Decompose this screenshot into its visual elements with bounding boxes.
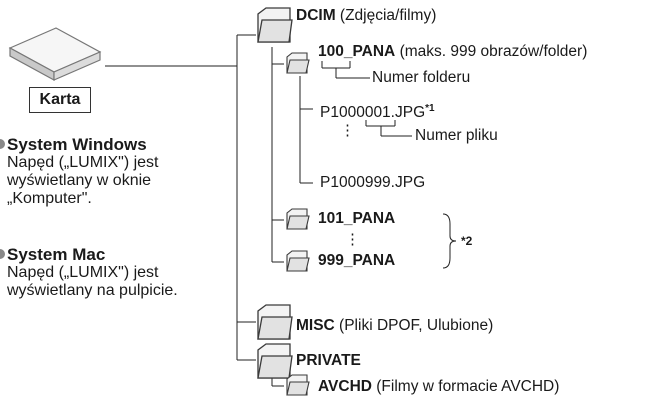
mac-line-1: Napęd („LUMIX") jest	[7, 264, 159, 281]
folder-dcim: DCIM (Zdjęcia/filmy)	[296, 7, 436, 25]
folder-private: PRIVATE	[296, 352, 361, 370]
folder-999-pana-name: 999_PANA	[318, 252, 396, 269]
folder-misc-name: MISC	[296, 317, 335, 334]
folder-avchd-desc: (Filmy w formacie AVCHD)	[371, 378, 560, 395]
folder-misc-desc: (Pliki DPOF, Ulubione)	[334, 317, 494, 334]
folder-icon-101-pana	[286, 208, 310, 230]
card-label: Karta	[29, 87, 91, 113]
folder-icon-avchd	[286, 374, 310, 396]
file-first: P1000001.JPG*1	[320, 100, 435, 122]
folder-icon-private	[257, 343, 293, 379]
windows-title: System Windows	[7, 135, 147, 154]
files-ellipsis: ⋮	[340, 122, 355, 139]
folder-100-pana: 100_PANA (maks. 999 obrazów/folder)	[318, 43, 587, 61]
folder-icon-misc	[257, 304, 293, 340]
folder-dcim-desc: (Zdjęcia/filmy)	[335, 7, 437, 24]
folder-dcim-name: DCIM	[296, 7, 336, 24]
file-first-name: P1000001.JPG	[320, 104, 426, 121]
mac-info: System Mac Napęd („LUMIX") jest wyświetl…	[7, 246, 178, 300]
folder-icon-999-pana	[286, 250, 310, 272]
mac-line-2: wyświetlany na pulpicie.	[7, 282, 178, 299]
folder-100-pana-name: 100_PANA	[318, 43, 396, 60]
folder-999-pana: 999_PANA	[318, 252, 395, 270]
folder-number-label: Numer folderu	[372, 69, 471, 86]
folder-101-pana-name: 101_PANA	[318, 210, 396, 227]
file-first-note: *1	[425, 103, 435, 114]
folder-misc: MISC (Pliki DPOF, Ulubione)	[296, 317, 493, 335]
windows-info: System Windows Napęd („LUMIX") jest wyśw…	[7, 136, 159, 208]
folder-icon-dcim	[257, 7, 293, 43]
card-drive-icon	[8, 27, 102, 82]
bullet-icon	[0, 139, 5, 149]
windows-line-1: Napęd („LUMIX") jest	[7, 154, 159, 171]
folder-avchd: AVCHD (Filmy w formacie AVCHD)	[318, 378, 559, 396]
folder-icon-100-pana	[286, 52, 310, 74]
file-last: P1000999.JPG	[320, 174, 426, 191]
folder-private-name: PRIVATE	[296, 352, 361, 369]
file-number-label: Numer pliku	[415, 127, 498, 144]
mac-title: System Mac	[7, 245, 106, 264]
folder-100-pana-desc: (maks. 999 obrazów/folder)	[395, 43, 588, 60]
note-2: *2	[461, 234, 473, 248]
bullet-icon	[0, 249, 5, 259]
folder-avchd-name: AVCHD	[318, 378, 372, 395]
windows-line-3: „Komputer".	[7, 190, 92, 207]
windows-line-2: wyświetlany w oknie	[7, 172, 152, 189]
folder-101-pana: 101_PANA	[318, 210, 395, 228]
folders-ellipsis: ⋮	[345, 231, 360, 248]
